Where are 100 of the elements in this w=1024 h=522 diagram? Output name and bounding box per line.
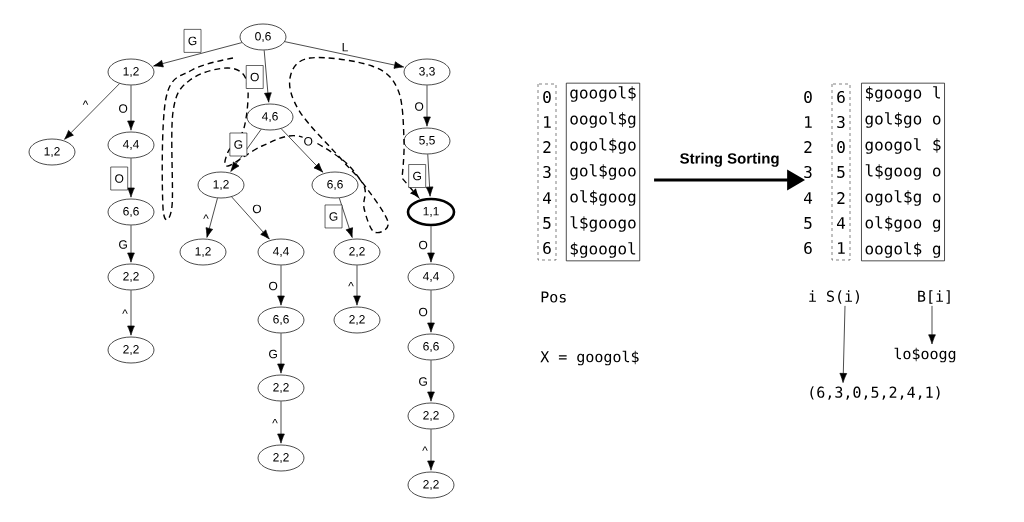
arrow	[427, 290, 435, 333]
label: 6	[804, 241, 812, 255]
node-label: $googo l	[865, 86, 940, 102]
boxed-edge-label: G	[229, 132, 248, 157]
edge-label: ^	[271, 417, 279, 429]
tree-node: 2,2	[407, 471, 455, 499]
label: 6	[837, 90, 845, 104]
arrow	[427, 225, 435, 263]
arrow	[928, 305, 936, 345]
arrow	[277, 333, 285, 374]
edge-label: O	[267, 280, 279, 292]
arrow	[839, 305, 848, 383]
row-numbers: 0 1 2 3 4 5 6	[804, 90, 813, 255]
edge-label: G	[117, 239, 129, 250]
tree-node: 1,2	[107, 58, 155, 86]
arrow	[338, 197, 353, 238]
node-label: googol $	[865, 138, 941, 154]
arrow	[277, 265, 285, 306]
equation: X = googol$	[540, 350, 639, 366]
arrow	[205, 197, 218, 238]
arrow	[127, 158, 135, 198]
tree-node: 6,6	[257, 306, 305, 334]
edge-label: ^	[347, 280, 355, 292]
tree-node: 2,2	[257, 444, 305, 472]
label: 6	[543, 241, 551, 255]
traversal-arrow	[161, 56, 419, 234]
label: 1	[838, 242, 845, 254]
edge-label: ^	[81, 99, 90, 110]
array-text: lo$oogg	[894, 347, 956, 363]
boxed-edge-label: G	[408, 164, 426, 188]
node-label: ol$goo g	[865, 216, 941, 232]
arrow	[277, 401, 285, 444]
arrow	[127, 225, 135, 263]
label: 4	[804, 192, 813, 204]
boxed-edge-label: O	[110, 166, 128, 191]
tree-node: 2,2	[107, 263, 155, 291]
tree-node: 1,2	[179, 238, 227, 266]
tree-node: 4,4	[107, 131, 155, 159]
arrow	[127, 290, 135, 336]
arrow	[127, 85, 135, 131]
label: 0	[837, 140, 845, 154]
rotation-table: googol$ oogol$g ogol$go gol$goo ol$goog l$googo $googol	[565, 82, 641, 262]
arrow	[263, 50, 272, 103]
edge-label: ^	[202, 213, 210, 224]
tree-node: 0,6	[239, 23, 287, 51]
boxed-edge-label: G	[183, 29, 202, 53]
edge-label: O	[413, 101, 425, 112]
edge-label: ^	[121, 308, 129, 319]
label: 5	[837, 166, 845, 178]
tree-node: 6,6	[311, 171, 359, 199]
label: 2	[804, 141, 812, 153]
arrow	[231, 196, 270, 240]
label: 4	[542, 192, 552, 204]
boxed-edge-label: O	[245, 65, 264, 89]
arrow	[280, 128, 324, 173]
arrow	[230, 129, 262, 172]
array-text: i S(i)	[809, 290, 859, 304]
heading: Pos	[541, 291, 566, 303]
label: 2	[543, 141, 551, 153]
node-label: ogol$g o	[865, 190, 941, 206]
tree-node: 4,4	[257, 238, 305, 266]
edge-label: G	[417, 376, 429, 387]
array-text: B[i]	[918, 290, 950, 304]
arrow	[423, 85, 431, 127]
arrow	[353, 265, 361, 306]
tree-node: 2,2	[257, 374, 305, 402]
edge-label: G	[267, 348, 279, 360]
boxed-edge-label: G	[324, 204, 343, 229]
rotation-table: $googo l gol$go o googol $ l$goog o ogol$g o ol$goo g oogol$ g	[861, 82, 945, 262]
tree-node: 6,6	[107, 198, 155, 226]
arrow	[153, 42, 243, 68]
edge-label: L	[340, 42, 350, 53]
edge-label: O	[117, 103, 129, 114]
tree-node: 6,6	[407, 333, 455, 361]
node-label: oogol$ g	[865, 242, 941, 258]
tree-node: 4,4	[407, 263, 455, 291]
edge-label: ^	[421, 445, 429, 456]
label: 1	[805, 116, 812, 128]
index-column: 0 1 2 3 4 5 6	[537, 83, 557, 261]
tree-node: 2,2	[333, 306, 381, 334]
tree-node: 5,5	[403, 127, 451, 155]
tree-node: 1,2	[28, 138, 76, 166]
tree-node: 4,6	[246, 103, 294, 131]
label: 5	[543, 217, 551, 229]
edge-label: O	[417, 306, 429, 318]
label: 5	[804, 217, 812, 229]
index-column: 6 3 0 5 2 4 1	[831, 83, 851, 261]
label: 3	[543, 165, 551, 179]
arrow	[64, 83, 120, 140]
tree-node: 3,3	[403, 58, 451, 86]
arrow	[425, 154, 434, 197]
tree-node: 2,2	[107, 336, 155, 364]
label: 2	[837, 192, 845, 204]
label: 1	[544, 116, 551, 128]
label: 0	[804, 90, 812, 104]
arrow	[284, 41, 405, 69]
arrow	[427, 360, 435, 402]
edge-label: O	[251, 203, 263, 215]
node-label: l$goog o	[865, 164, 941, 180]
tree-node: 2,2	[407, 402, 455, 430]
